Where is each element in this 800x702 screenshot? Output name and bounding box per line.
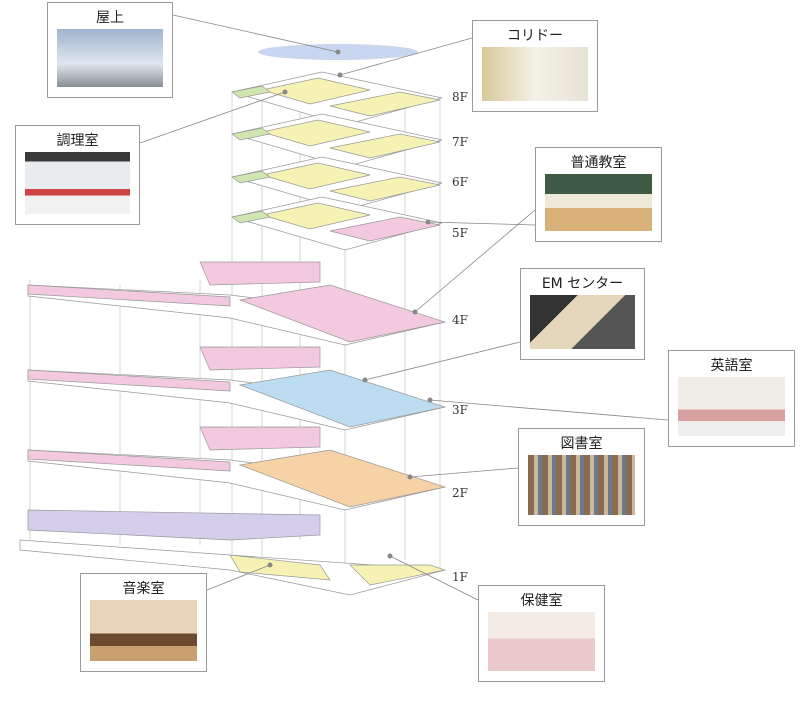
rooftop-photo	[57, 29, 163, 87]
floor-label-3f: 3F	[452, 403, 468, 417]
library-photo	[528, 455, 635, 515]
room-card-classroom[interactable]: 普通教室	[535, 147, 662, 242]
floor-label-4f: 4F	[452, 313, 468, 327]
floor-8f-rooms	[329, 91, 441, 117]
floor-4f-main	[238, 284, 447, 343]
floor-7f-rooms	[261, 119, 371, 147]
floor-1f-west	[27, 509, 321, 541]
floor-1f-rooms	[229, 554, 331, 581]
floor-2f-wing	[27, 449, 231, 472]
floor-4f-upper	[199, 261, 321, 286]
room-title: 図書室	[560, 436, 603, 452]
floor-label-2f: 2F	[452, 486, 468, 500]
em-center-photo	[530, 295, 635, 349]
floor-6f-rooms	[261, 162, 371, 190]
room-title: 英語室	[710, 358, 753, 374]
floor-7f-rooms	[329, 133, 441, 159]
floor-label-6f: 6F	[452, 175, 468, 189]
cooking-photo	[25, 152, 130, 214]
room-card-em-center[interactable]: EM センター	[520, 268, 645, 360]
room-title: EM センター	[541, 276, 624, 292]
room-title: 音楽室	[122, 581, 165, 597]
room-title: 保健室	[520, 593, 563, 609]
floor-8f-rooms	[261, 77, 371, 105]
room-title: コリドー	[507, 28, 563, 44]
leader-dots	[267, 49, 433, 568]
english-photo	[678, 377, 785, 436]
floor-5f-rooms	[261, 202, 371, 230]
leader-lines	[139, 14, 669, 601]
floor-label-5f: 5F	[452, 226, 468, 240]
music-photo	[90, 600, 197, 661]
floor-1f-rooms	[349, 564, 447, 586]
room-card-english[interactable]: 英語室	[668, 350, 795, 447]
room-title: 調理室	[56, 133, 99, 149]
corridor-photo	[482, 47, 588, 101]
floor-5f-rooms	[231, 210, 271, 224]
floor-label-7f: 7F	[452, 135, 468, 149]
floor-6f-rooms	[231, 170, 271, 184]
floor-2f-main	[238, 449, 447, 508]
floor-label-8f: 8F	[452, 90, 468, 104]
floor-2f-upper	[199, 426, 321, 451]
room-card-library[interactable]: 図書室	[518, 428, 645, 526]
room-title: 普通教室	[570, 155, 627, 171]
room-title: 屋上	[96, 10, 124, 26]
classroom-photo	[545, 174, 652, 231]
floor-3f-wing	[27, 369, 231, 392]
floor-8f-rooms	[231, 85, 271, 99]
room-card-cooking[interactable]: 調理室	[15, 125, 140, 225]
floor-4f-wing	[27, 284, 231, 307]
infirmary-photo	[488, 612, 595, 671]
room-card-infirmary[interactable]: 保健室	[478, 585, 605, 682]
room-card-rooftop[interactable]: 屋上	[47, 2, 173, 98]
room-card-corridor[interactable]: コリドー	[472, 20, 598, 112]
floor-7f-rooms	[231, 127, 271, 141]
floor-3f-upper	[199, 346, 321, 371]
floor-5f-rooms	[329, 216, 441, 242]
room-card-music[interactable]: 音楽室	[80, 573, 207, 672]
floor-6f-rooms	[329, 176, 441, 202]
floor-label-1f: 1F	[452, 570, 468, 584]
floor-3f-main	[238, 369, 447, 428]
